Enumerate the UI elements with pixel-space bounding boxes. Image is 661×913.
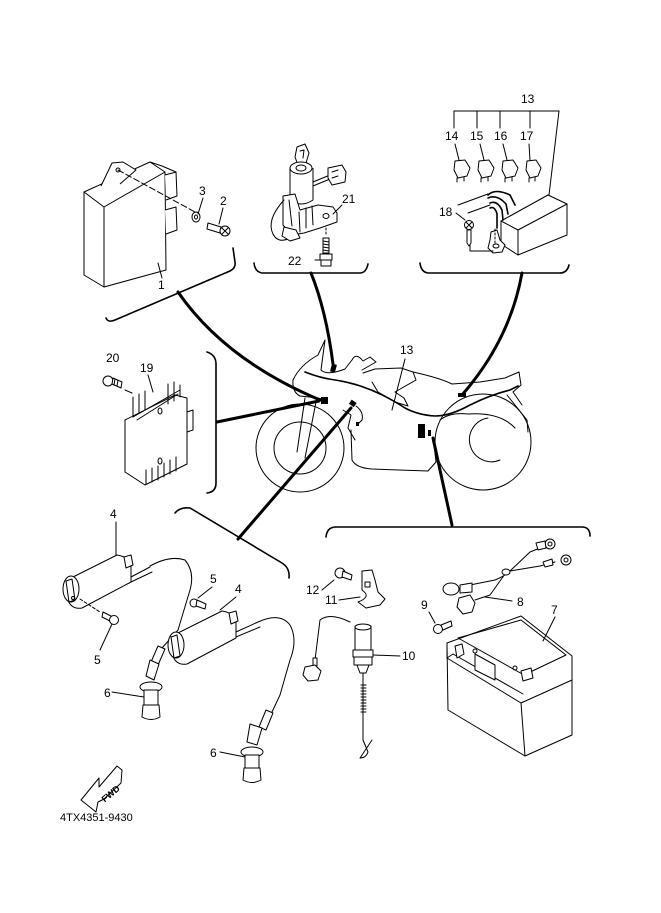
fuse-box-part-13[interactable]	[457, 190, 568, 256]
ecu-unit[interactable]	[83, 161, 178, 288]
callout-11: 11	[325, 593, 338, 607]
leader-rectifier	[215, 399, 321, 424]
battery-cable-part-8[interactable]	[442, 538, 572, 615]
callout-21: 21	[342, 192, 356, 206]
leader-ignition	[236, 406, 353, 541]
connector-box	[302, 664, 322, 682]
callout-18: 18	[439, 205, 453, 219]
bolt-part-12[interactable]	[334, 567, 353, 581]
callout-19: 19	[140, 361, 154, 375]
screw-part-18[interactable]	[464, 220, 474, 247]
motorcycle-outline: 13	[255, 339, 532, 493]
forward-direction-arrow: FWD	[80, 765, 123, 813]
leader-ecu	[176, 290, 322, 402]
ignition-coil-group: 4 5 5 4	[62, 507, 295, 783]
battery-group: 12 11 10	[302, 526, 591, 759]
callout-12: 12	[306, 583, 320, 597]
leader-main-switch	[309, 271, 335, 366]
ecu-group-bracket	[105, 247, 236, 322]
callout-7: 7	[551, 603, 558, 617]
callout-3: 3	[199, 184, 206, 198]
callout-2: 2	[220, 194, 227, 208]
clamp-part-11[interactable]	[357, 569, 386, 609]
leader-13	[391, 358, 406, 411]
callout-22: 22	[288, 254, 302, 268]
callout-10: 10	[402, 649, 416, 663]
spark-plug-cap-part-6-first[interactable]	[139, 645, 166, 720]
screw-part-2[interactable]	[206, 222, 231, 237]
ignition-coil-part-4-second[interactable]	[167, 610, 261, 665]
fuse-part-16[interactable]	[501, 159, 519, 183]
fuse-box-group-bracket	[419, 262, 570, 274]
callout-1: 1	[158, 278, 165, 292]
fuse-part-17[interactable]	[525, 159, 542, 183]
battery-group-bracket	[325, 526, 591, 538]
callout-17: 17	[520, 129, 534, 143]
callout-6-first: 6	[104, 686, 111, 700]
rectifier-group: 20 19	[102, 351, 217, 494]
bolt-part-5-second[interactable]	[189, 598, 207, 610]
fuse-box-group: 13 14 15 16 17	[419, 92, 570, 274]
ignition-group-bracket	[174, 507, 290, 579]
ecu-group: 1 3 2	[83, 161, 236, 322]
bolt-part-20[interactable]	[102, 375, 123, 389]
leader-fuse-box	[460, 271, 524, 397]
battery-part-7[interactable]	[446, 615, 573, 757]
callout-15: 15	[470, 129, 484, 143]
callout-8: 8	[517, 595, 524, 609]
main-switch-part-21[interactable]	[270, 143, 347, 242]
bolt-part-5-first[interactable]	[101, 611, 119, 625]
callout-6-second: 6	[210, 746, 217, 760]
bolt-part-9[interactable]	[433, 620, 453, 634]
drawing-code: 4TX4351-9430	[60, 812, 133, 824]
ignition-coil-part-4-first[interactable]	[62, 554, 153, 609]
callout-13-harness: 13	[400, 343, 414, 357]
callout-5-second: 5	[210, 572, 217, 586]
main-switch-group: 21 22	[253, 143, 369, 274]
fuse-part-14[interactable]	[453, 159, 471, 183]
callout-14: 14	[445, 129, 459, 143]
sender-part-10[interactable]	[352, 623, 374, 759]
callout-9: 9	[421, 598, 428, 612]
bolt-part-22[interactable]	[319, 237, 333, 267]
rectifier-regulator-part-19[interactable]	[124, 381, 194, 486]
rectifier-group-bracket	[206, 351, 217, 494]
callout-4-first: 4	[110, 507, 117, 521]
callout-5-first: 5	[94, 653, 101, 667]
group-leader-lines	[176, 271, 524, 541]
leader-battery	[431, 436, 454, 527]
washer-part-3[interactable]	[191, 211, 201, 223]
callout-16: 16	[494, 129, 508, 143]
callout-20: 20	[106, 351, 120, 365]
callout-4-second: 4	[235, 582, 242, 596]
callout-13-top: 13	[521, 92, 535, 106]
spark-plug-cap-part-6-second[interactable]	[240, 709, 274, 783]
fuse-part-15[interactable]	[477, 159, 495, 183]
